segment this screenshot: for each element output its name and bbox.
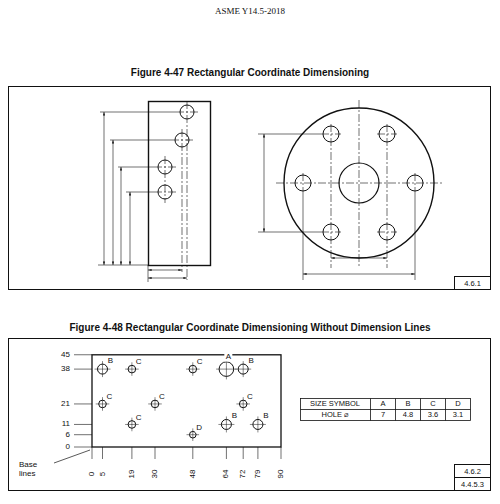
coordinate-plate xyxy=(92,355,281,447)
hole-letter: A xyxy=(225,352,232,361)
coordinate-value: 72 xyxy=(239,469,248,480)
coordinate-value: 21 xyxy=(60,400,71,409)
table-cell: A xyxy=(380,400,385,408)
coordinate-value: 11 xyxy=(61,420,71,429)
table-cell: D xyxy=(455,400,460,408)
tick-line xyxy=(74,369,92,370)
tick-line xyxy=(92,447,93,459)
center-line xyxy=(243,361,244,377)
table-cell: B xyxy=(405,400,410,408)
tick-line xyxy=(192,447,193,459)
center-line xyxy=(192,362,193,376)
center-line xyxy=(102,397,103,411)
coordinate-value: 6 xyxy=(65,430,71,439)
hole-letter: C xyxy=(196,358,204,367)
center-lines xyxy=(276,100,442,268)
reference-number: 4.6.2 xyxy=(464,467,481,475)
reference-box xyxy=(455,277,491,290)
table-cell: 4.8 xyxy=(403,411,413,419)
plate-view xyxy=(149,102,211,266)
center-lines xyxy=(154,101,198,280)
center-line xyxy=(226,359,227,380)
coordinate-value: 30 xyxy=(151,469,160,480)
figure-frame xyxy=(9,87,491,290)
center-line xyxy=(131,362,132,376)
center-line xyxy=(226,416,227,432)
hole-letter: C xyxy=(135,358,143,367)
table-cell: 3.1 xyxy=(453,411,463,419)
hole-pattern xyxy=(95,359,266,441)
tick-line xyxy=(281,447,282,459)
center-line xyxy=(257,416,258,432)
coordinate-value: 90 xyxy=(277,469,286,480)
hole-letter: C xyxy=(158,393,166,402)
figure-frame xyxy=(9,339,491,491)
coordinate-value: 38 xyxy=(60,365,71,374)
figure-title: Figure 4-48 Rectangular Coordinate Dimen… xyxy=(69,322,430,333)
center-line xyxy=(131,418,132,432)
table-cell: C xyxy=(430,400,435,408)
hole-table xyxy=(301,399,471,421)
tick-line xyxy=(257,447,258,459)
hole-letter: B xyxy=(248,357,255,366)
hole-letter: C xyxy=(135,413,143,422)
tick-line xyxy=(102,447,103,459)
reference-box xyxy=(455,478,491,491)
center-line xyxy=(192,428,193,441)
tick-line xyxy=(243,447,244,459)
leader-line xyxy=(54,450,90,463)
center-line xyxy=(102,361,103,377)
coordinate-ticks xyxy=(74,355,281,459)
table-cell: HOLE ⌀ xyxy=(321,411,348,419)
coordinate-value: 0 xyxy=(65,443,71,452)
hole-letter: D xyxy=(195,424,203,433)
hole-letter: B xyxy=(231,412,238,421)
tick-line xyxy=(226,447,227,459)
hole-letter: B xyxy=(107,357,114,366)
coordinate-value: 64 xyxy=(222,469,231,480)
center-line xyxy=(155,397,156,411)
coordinate-value: 19 xyxy=(127,469,136,480)
table-cell: 7 xyxy=(381,411,385,419)
tick-line xyxy=(74,434,92,435)
tick-line xyxy=(74,403,92,404)
tick-line xyxy=(131,447,132,459)
figure-title: Figure 4-47 Rectangular Coordinate Dimen… xyxy=(131,67,369,78)
hole-letter: C xyxy=(246,393,254,402)
hole-letter: C xyxy=(105,393,113,402)
coordinate-value: 48 xyxy=(188,469,197,480)
tick-line xyxy=(74,354,92,355)
baseline-note: Base lines xyxy=(19,461,49,479)
coordinate-value: 5 xyxy=(98,471,107,477)
table-cell: 3.6 xyxy=(428,411,438,419)
dimension-lines xyxy=(98,112,187,282)
tick-line xyxy=(155,447,156,459)
dimension-lines xyxy=(258,134,415,280)
tick-line xyxy=(74,424,92,425)
table-cell: SIZE SYMBOL xyxy=(310,400,360,408)
tick-line xyxy=(74,447,92,448)
coordinate-value: 79 xyxy=(253,469,262,480)
page-header: ASME Y14.5-2018 xyxy=(215,7,285,17)
hole-letter: B xyxy=(262,412,269,421)
center-line xyxy=(243,397,244,411)
coordinate-value: 45 xyxy=(60,350,71,359)
reference-number: 4.4.5.3 xyxy=(461,480,484,488)
coordinate-value: 0 xyxy=(88,471,97,477)
reference-number: 4.6.1 xyxy=(464,279,481,287)
reference-box xyxy=(455,465,491,478)
